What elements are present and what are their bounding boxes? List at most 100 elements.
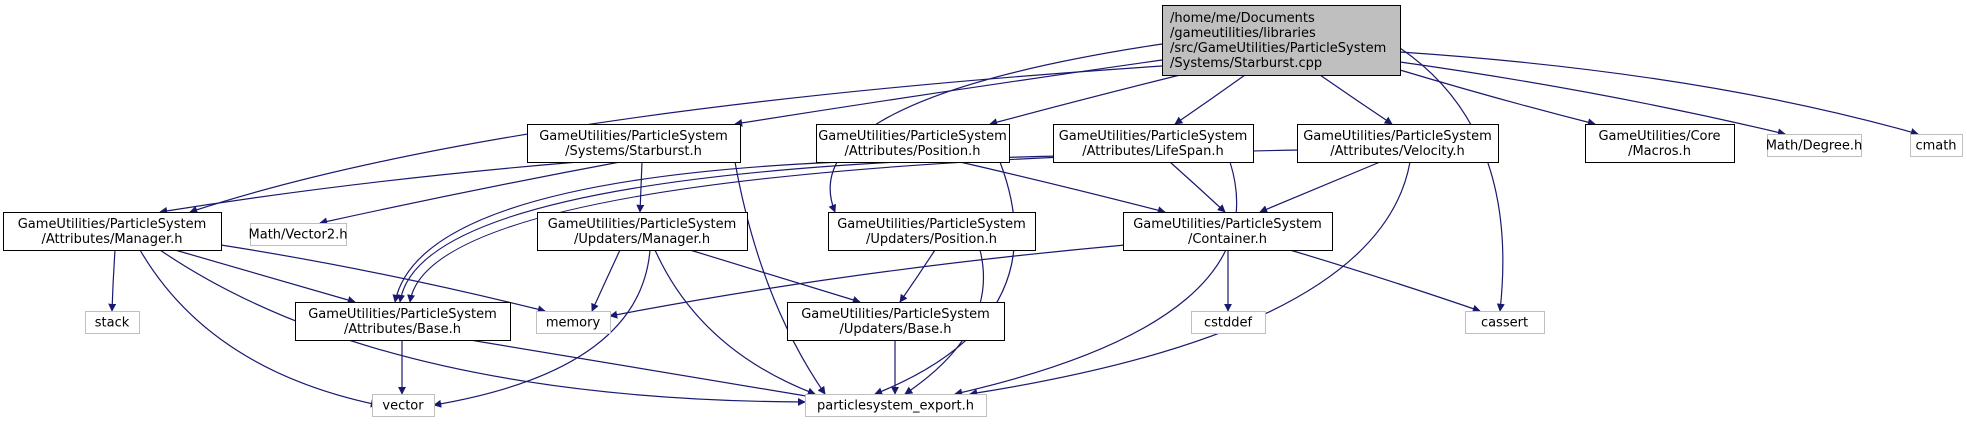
node-label-line: /Container.h [1188, 232, 1267, 247]
node-label-line: Math/Vector2.h [249, 228, 348, 243]
node-main[interactable]: /home/me/Documents/gameutilities/librari… [1162, 5, 1401, 76]
node-label-line: GameUtilities/ParticleSystem [548, 217, 737, 232]
edge-attr_position_h-to-attr_base_h [392, 161, 841, 303]
edge-upd_manager_h-to-memory [591, 249, 621, 312]
node-label-line: /Attributes/Velocity.h [1330, 144, 1464, 159]
node-attr-base-h[interactable]: GameUtilities/ParticleSystem/Attributes/… [295, 302, 511, 341]
edge-main-to-attr_velocity_h [1319, 74, 1393, 125]
node-box[interactable] [1053, 124, 1254, 163]
node-label-line: particlesystem_export.h [817, 399, 974, 414]
node-box[interactable] [816, 124, 1010, 163]
node-sys-starburst-h[interactable]: GameUtilities/ParticleSystem/Systems/Sta… [527, 124, 741, 163]
node-upd-position-h[interactable]: GameUtilities/ParticleSystem/Updaters/Po… [828, 212, 1036, 251]
edge-attr_manager_h-to-vector [139, 249, 379, 408]
node-box[interactable] [805, 394, 987, 417]
node-box[interactable] [295, 302, 511, 341]
node-particlesystem-export-h[interactable]: particlesystem_export.h [805, 394, 987, 417]
node-label-line: GameUtilities/ParticleSystem [18, 217, 207, 232]
edge-sys_starburst_h-to-math_vector2_h [319, 161, 621, 226]
node-math-vector2-h[interactable]: Math/Vector2.h [249, 223, 348, 246]
node-label-line: /Updaters/Base.h [840, 322, 952, 337]
edge-attr_manager_h-to-attr_base_h [174, 249, 356, 304]
node-label-line: GameUtilities/ParticleSystem [539, 129, 728, 144]
node-box[interactable] [828, 212, 1036, 251]
node-label-line: /Updaters/Manager.h [574, 232, 710, 247]
edge-upd_manager_h-to-upd_base_h [689, 249, 861, 304]
node-attr-lifespan-h[interactable]: GameUtilities/ParticleSystem/Attributes/… [1053, 124, 1254, 163]
node-upd-manager-h[interactable]: GameUtilities/ParticleSystem/Updaters/Ma… [537, 212, 748, 251]
node-box[interactable] [537, 212, 748, 251]
edge-attr_lifespan_h-to-particlesystem_export_h [954, 161, 1238, 397]
edge-container_h-to-memory [609, 244, 1126, 319]
edge-attr_manager_h-to-memory [220, 244, 546, 314]
node-core-macros-h[interactable]: GameUtilities/Core/Macros.h [1585, 124, 1735, 163]
node-box[interactable] [1465, 311, 1545, 334]
node-label-line: GameUtilities/ParticleSystem [1133, 217, 1322, 232]
edge-container_h-to-cassert [1289, 249, 1481, 313]
node-box[interactable] [527, 124, 741, 163]
edge-attr_position_h-to-particlesystem_export_h [874, 161, 1016, 396]
node-cstddef[interactable]: cstddef [1191, 311, 1266, 334]
node-box[interactable] [1162, 5, 1401, 76]
node-attr-position-h[interactable]: GameUtilities/ParticleSystem/Attributes/… [816, 124, 1010, 163]
edge-main-to-cmath [1399, 51, 1919, 136]
node-label-line: /Attributes/Base.h [344, 322, 461, 337]
edge-attr_position_h-to-container_h [959, 161, 1166, 215]
node-label-line: Math/Degree.h [1766, 139, 1863, 154]
node-label-line: GameUtilities/ParticleSystem [801, 307, 990, 322]
edge-upd_manager_h-to-vector [433, 249, 651, 408]
node-label-line: /Macros.h [1628, 144, 1691, 159]
edge-attr_base_h-to-particlesystem_export_h [469, 339, 831, 403]
node-label-line: cstddef [1204, 316, 1253, 331]
node-box[interactable] [85, 311, 140, 334]
node-label-line: /gameutilities/libraries [1170, 26, 1316, 41]
node-upd-base-h[interactable]: GameUtilities/ParticleSystem/Updaters/Ba… [787, 302, 1005, 341]
node-cassert[interactable]: cassert [1465, 311, 1545, 334]
node-label-line: cassert [1481, 316, 1528, 331]
nodes: /home/me/Documents/gameutilities/librari… [3, 5, 1963, 417]
edges [108, 43, 1919, 408]
node-cmath[interactable]: cmath [1910, 134, 1963, 157]
node-box[interactable] [1910, 134, 1963, 157]
node-box[interactable] [250, 223, 347, 246]
edge-upd_position_h-to-upd_base_h [899, 249, 936, 303]
node-box[interactable] [1767, 134, 1862, 157]
node-box[interactable] [372, 394, 435, 417]
node-label-line: memory [546, 316, 601, 331]
node-attr-velocity-h[interactable]: GameUtilities/ParticleSystem/Attributes/… [1297, 124, 1499, 163]
edge-attr_lifespan_h-to-container_h [1169, 161, 1226, 213]
node-label-line: GameUtilities/ParticleSystem [837, 217, 1026, 232]
node-vector[interactable]: vector [372, 394, 435, 417]
node-label-line: /src/GameUtilities/ParticleSystem [1170, 41, 1386, 56]
node-container-h[interactable]: GameUtilities/ParticleSystem/Container.h [1123, 212, 1333, 251]
node-stack[interactable]: stack [85, 311, 140, 334]
edge-upd_manager_h-to-particlesystem_export_h [654, 249, 816, 396]
node-label-line: /Attributes/Manager.h [41, 232, 182, 247]
node-box[interactable] [1297, 124, 1499, 163]
node-memory[interactable]: memory [536, 311, 611, 334]
edge-main-to-attr_lifespan_h [1174, 74, 1246, 125]
edge-main-to-upd_position_h [828, 43, 1163, 213]
node-box[interactable] [536, 311, 611, 334]
node-math-degree-h[interactable]: Math/Degree.h [1766, 134, 1863, 157]
node-box[interactable] [1191, 311, 1266, 334]
node-box[interactable] [1585, 124, 1735, 163]
edge-main-to-attr_position_h [989, 74, 1181, 127]
edge-main-to-cassert [1399, 47, 1505, 312]
node-label-line: /Systems/Starburst.cpp [1170, 56, 1322, 71]
node-label-line: GameUtilities/ParticleSystem [1059, 129, 1248, 144]
edge-main-to-math_degree_h [1399, 61, 1786, 137]
node-label-line: GameUtilities/ParticleSystem [308, 307, 497, 322]
node-box[interactable] [1123, 212, 1333, 251]
edge-main-to-core_macros_h [1399, 69, 1596, 127]
node-box[interactable] [787, 302, 1005, 341]
node-box[interactable] [3, 212, 222, 251]
node-label-line: /Attributes/LifeSpan.h [1082, 144, 1223, 159]
node-label-line: /Systems/Starburst.h [565, 144, 702, 159]
node-label-line: /Attributes/Position.h [845, 144, 981, 159]
node-attr-manager-h[interactable]: GameUtilities/ParticleSystem/Attributes/… [3, 212, 222, 251]
node-label-line: vector [382, 399, 424, 414]
node-label-line: stack [95, 316, 130, 331]
node-label-line: cmath [1915, 139, 1956, 154]
